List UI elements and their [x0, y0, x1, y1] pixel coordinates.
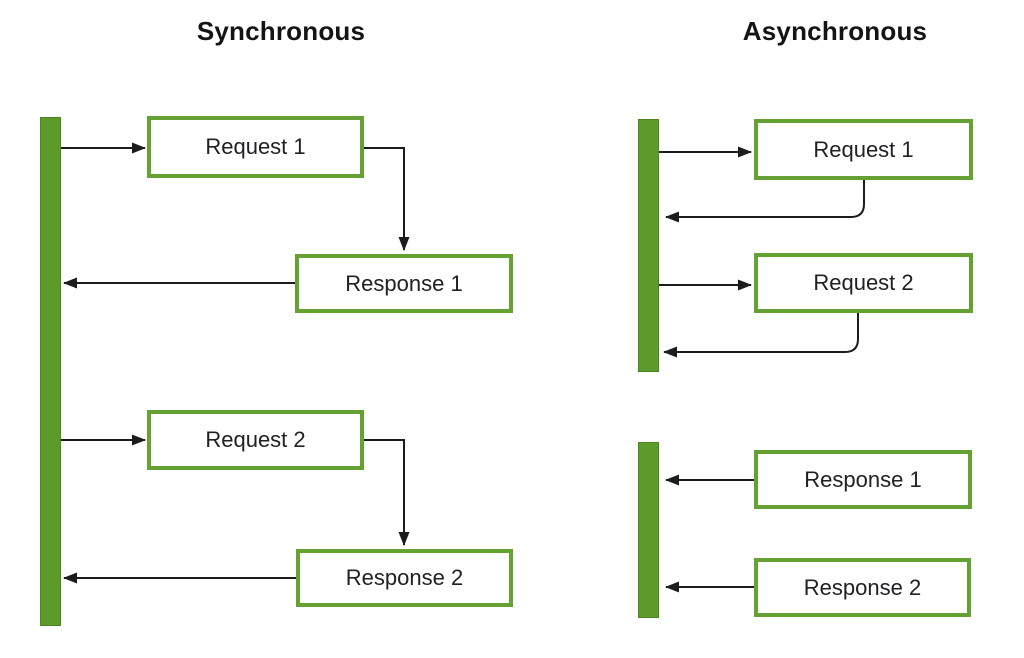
async-request2-box: Request 2 — [754, 253, 973, 313]
sync-response1-label: Response 1 — [345, 270, 463, 296]
async-lifeline-bar-responses — [638, 442, 659, 618]
async-title: Asynchronous — [742, 16, 928, 46]
async-request2-return-arrow — [663, 313, 859, 358]
async-request1-box: Request 1 — [754, 119, 973, 180]
async-response2-label: Response 2 — [803, 574, 922, 600]
async-response2-box: Response 2 — [754, 558, 971, 617]
sync-response1-box: Response 1 — [295, 254, 513, 313]
sync-request1-to-response1-arrow — [362, 147, 410, 251]
sync-request2-box: Request 2 — [147, 410, 364, 470]
async-request1-label: Request 1 — [813, 136, 914, 162]
async-lifeline-bar-requests — [638, 119, 659, 372]
async-request2-label: Request 2 — [813, 270, 914, 295]
sync-request1-label: Request 1 — [205, 134, 306, 159]
async-request1-return-arrow — [665, 180, 865, 223]
sync-request2-label: Request 2 — [205, 427, 306, 452]
async-response1-box: Response 1 — [754, 450, 972, 509]
sync-request2-to-response2-arrow — [362, 439, 410, 546]
async-response1-label: Response 1 — [804, 466, 922, 492]
sync-response2-box: Response 2 — [296, 549, 513, 607]
sync-response2-label: Response 2 — [345, 565, 464, 590]
sync-title: Synchronous — [196, 16, 366, 46]
sync-lifeline-bar — [40, 117, 61, 626]
sync-request1-box: Request 1 — [147, 116, 364, 178]
